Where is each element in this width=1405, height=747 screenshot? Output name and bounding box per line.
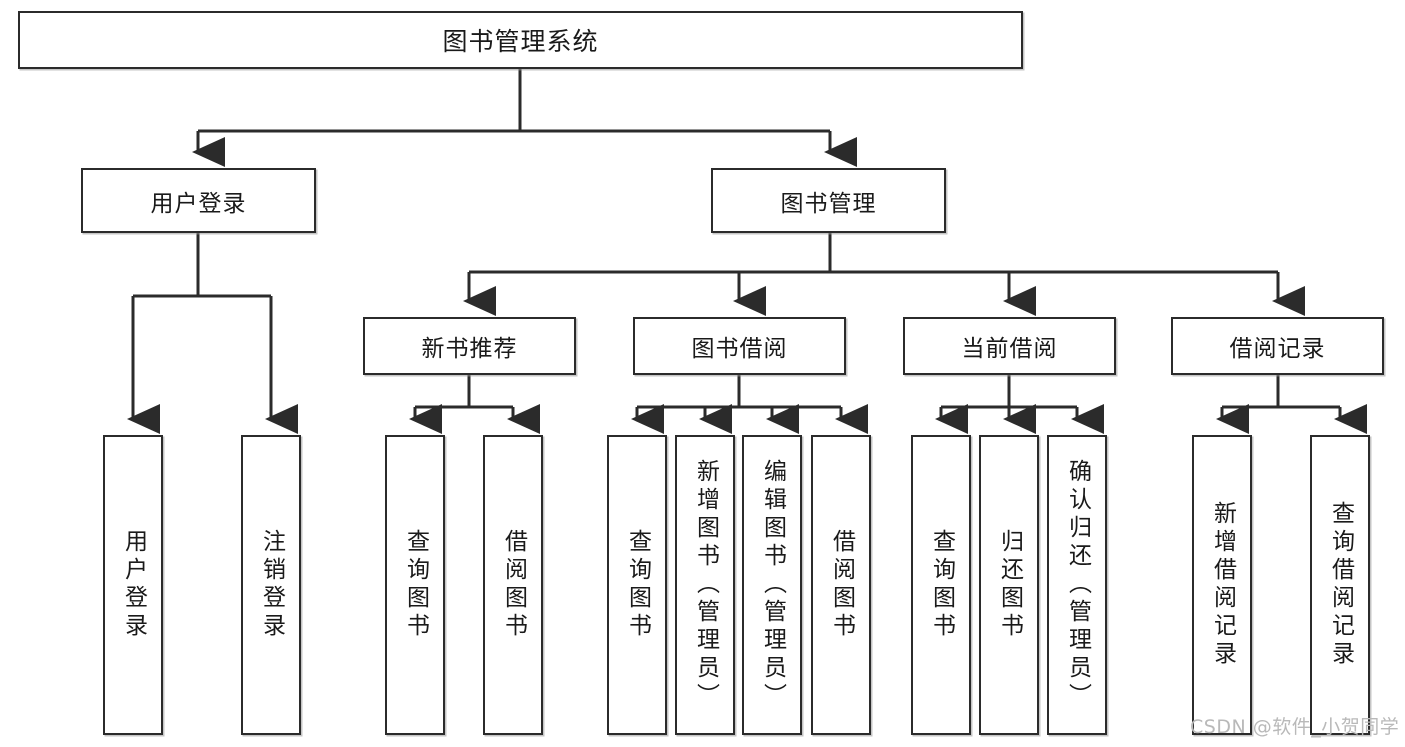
node-leaf-return-book-label: 归还图书 bbox=[996, 529, 1023, 641]
node-leaf-add-book-label: 新增图书（管理员） bbox=[692, 459, 719, 711]
csdn-watermark: CSDN @软件_小贺同学 bbox=[1190, 716, 1400, 738]
node-leaf-query-book-3-label: 查询图书 bbox=[928, 529, 955, 641]
node-user-login[interactable]: 用户登录 bbox=[81, 168, 316, 233]
node-leaf-edit-book-label: 编辑图书（管理员） bbox=[759, 459, 786, 711]
node-leaf-edit-book[interactable]: 编辑图书（管理员） bbox=[742, 435, 802, 735]
node-new-book-recommend[interactable]: 新书推荐 bbox=[363, 317, 576, 375]
node-leaf-confirm-return-label: 确认归还（管理员） bbox=[1064, 459, 1091, 711]
node-new-book-recommend-label: 新书推荐 bbox=[421, 336, 518, 362]
node-leaf-borrow-book-2-label: 借阅图书 bbox=[828, 529, 855, 641]
node-leaf-borrow-book-2[interactable]: 借阅图书 bbox=[811, 435, 871, 735]
node-leaf-query-book-3[interactable]: 查询图书 bbox=[911, 435, 971, 735]
node-current-borrow-label: 当前借阅 bbox=[961, 336, 1058, 362]
node-leaf-query-book-2[interactable]: 查询图书 bbox=[607, 435, 667, 735]
node-leaf-borrow-book-1-label: 借阅图书 bbox=[500, 529, 527, 641]
node-current-borrow[interactable]: 当前借阅 bbox=[903, 317, 1116, 375]
node-leaf-logout-login[interactable]: 注销登录 bbox=[241, 435, 301, 735]
node-book-management[interactable]: 图书管理 bbox=[711, 168, 946, 233]
node-book-borrow-label: 图书借阅 bbox=[691, 336, 788, 362]
node-leaf-query-book-1-label: 查询图书 bbox=[402, 529, 429, 641]
node-leaf-query-borrow-record[interactable]: 查询借阅记录 bbox=[1310, 435, 1370, 735]
node-leaf-query-book-2-label: 查询图书 bbox=[624, 529, 651, 641]
node-leaf-confirm-return[interactable]: 确认归还（管理员） bbox=[1047, 435, 1107, 735]
node-leaf-borrow-book-1[interactable]: 借阅图书 bbox=[483, 435, 543, 735]
node-leaf-add-borrow-record-label: 新增借阅记录 bbox=[1209, 501, 1236, 669]
node-leaf-add-borrow-record[interactable]: 新增借阅记录 bbox=[1192, 435, 1252, 735]
node-book-management-label: 图书管理 bbox=[780, 190, 877, 217]
node-leaf-user-login-label: 用户登录 bbox=[120, 529, 147, 641]
node-leaf-logout-login-label: 注销登录 bbox=[258, 529, 285, 641]
node-book-borrow[interactable]: 图书借阅 bbox=[633, 317, 846, 375]
node-borrow-record-label: 借阅记录 bbox=[1229, 336, 1326, 362]
node-leaf-user-login[interactable]: 用户登录 bbox=[103, 435, 163, 735]
node-borrow-record[interactable]: 借阅记录 bbox=[1171, 317, 1384, 375]
node-leaf-add-book[interactable]: 新增图书（管理员） bbox=[675, 435, 735, 735]
node-leaf-return-book[interactable]: 归还图书 bbox=[979, 435, 1039, 735]
node-user-login-label: 用户登录 bbox=[150, 190, 247, 217]
node-leaf-query-book-1[interactable]: 查询图书 bbox=[385, 435, 445, 735]
node-root-system[interactable]: 图书管理系统 bbox=[18, 11, 1023, 69]
node-leaf-query-borrow-record-label: 查询借阅记录 bbox=[1327, 501, 1354, 669]
node-root-label: 图书管理系统 bbox=[442, 27, 599, 56]
